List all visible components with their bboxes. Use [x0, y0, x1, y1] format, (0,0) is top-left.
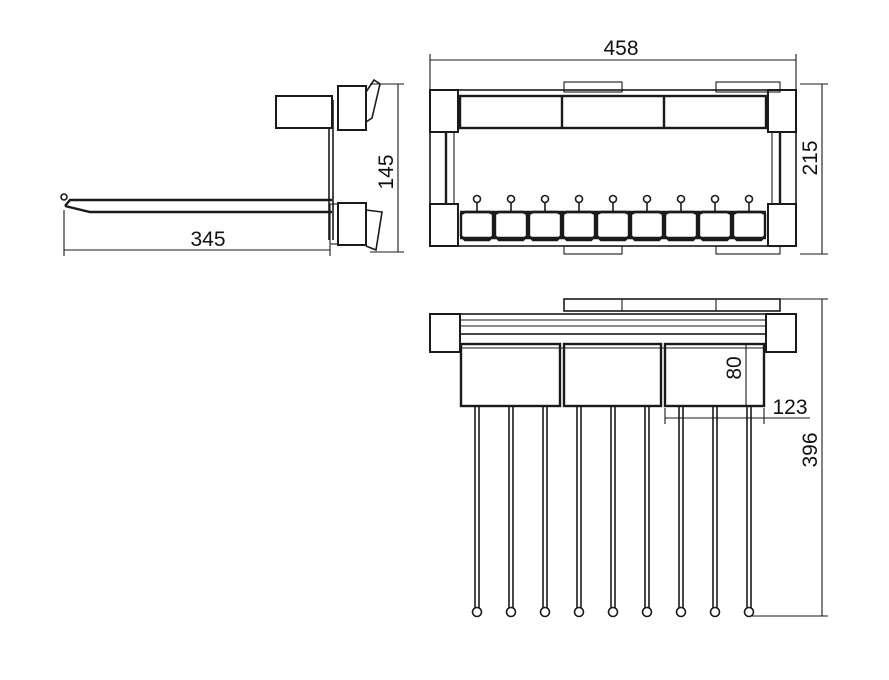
top-hook-7 — [663, 194, 699, 242]
top-frame-outline — [429, 89, 797, 247]
dim-overall-width: 458 — [429, 37, 797, 90]
top-corner-tl — [429, 89, 459, 133]
side-lower-hook — [365, 209, 383, 252]
dim-frame-depth-text: 215 — [799, 140, 822, 175]
dim-side-length-text: 345 — [190, 228, 225, 251]
top-basket-row — [458, 94, 768, 130]
dim-basket-width: 123 — [664, 396, 810, 424]
dim-basket-height: 80 — [723, 343, 752, 407]
dim-basket-width-text: 123 — [772, 396, 807, 419]
front-rod-7 — [675, 406, 687, 618]
front-rod-3 — [539, 406, 551, 618]
dim-overall-height-text: 396 — [799, 432, 822, 467]
front-rod-9 — [743, 406, 755, 618]
front-block-right — [765, 313, 797, 353]
side-lower-plate — [329, 203, 339, 245]
front-basket-2 — [562, 342, 663, 408]
top-hook-8 — [697, 194, 733, 242]
front-rod-8 — [709, 406, 721, 618]
front-view — [429, 298, 797, 408]
side-arm-top — [64, 198, 332, 207]
top-hook-1 — [459, 194, 495, 242]
dim-side-length: 345 — [63, 210, 331, 256]
front-basket-3 — [663, 342, 766, 408]
dim-side-height: 145 — [370, 83, 404, 253]
side-upper-mount — [275, 95, 333, 129]
front-rod-6 — [641, 406, 653, 618]
dim-overall-height: 396 — [752, 298, 828, 617]
top-corner-bl — [429, 203, 459, 247]
dim-frame-depth: 215 — [799, 83, 828, 255]
front-rod-4 — [573, 406, 585, 618]
top-hook-4 — [561, 194, 597, 242]
front-rod-5 — [607, 406, 619, 618]
front-rail — [455, 313, 773, 335]
front-top-plate — [563, 298, 781, 312]
front-rods — [471, 406, 755, 618]
top-corner-br — [767, 203, 797, 247]
top-corner-tr — [767, 89, 797, 133]
side-upper-block — [337, 85, 367, 131]
front-basket-1 — [459, 342, 562, 408]
side-arm-bottom — [64, 204, 332, 214]
side-upper-hook — [365, 78, 381, 123]
side-lower-block — [337, 202, 367, 246]
top-hooks — [459, 194, 767, 242]
side-view — [60, 78, 383, 252]
top-hook-6 — [629, 194, 665, 242]
dim-side-height-text: 145 — [375, 154, 398, 189]
dim-overall-width-text: 458 — [603, 37, 638, 60]
side-arm-tip — [60, 193, 68, 201]
top-view — [429, 81, 797, 255]
top-hook-2 — [493, 194, 529, 242]
top-hook-9 — [731, 194, 767, 242]
front-rod-2 — [505, 406, 517, 618]
top-hook-5 — [595, 194, 631, 242]
front-block-left — [429, 313, 461, 353]
front-rod-1 — [471, 406, 483, 618]
top-hook-3 — [527, 194, 563, 242]
dim-basket-height-text: 80 — [723, 356, 746, 379]
